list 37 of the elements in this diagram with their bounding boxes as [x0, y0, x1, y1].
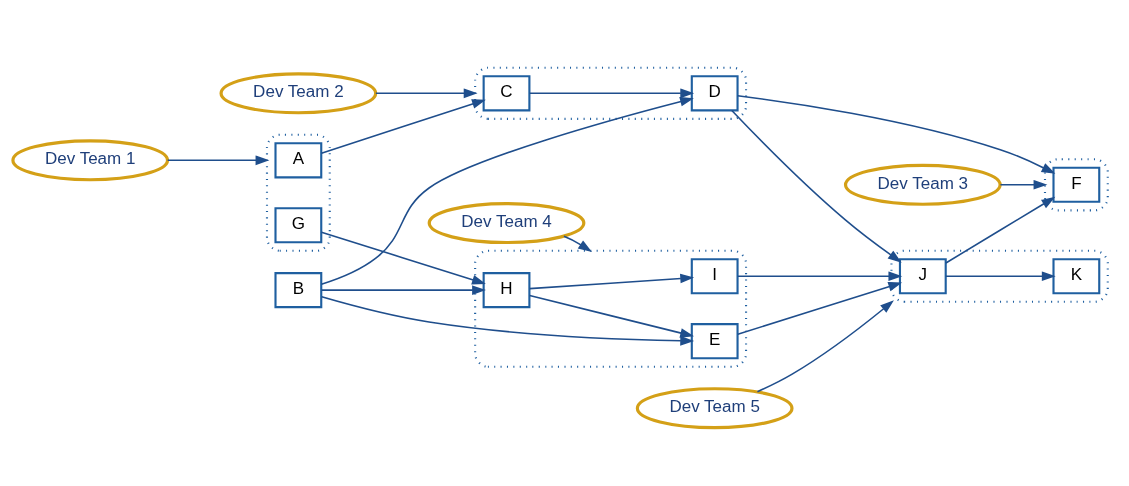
- arrow: [945, 196, 1056, 264]
- node-box: G: [274, 206, 323, 243]
- node-ellipse: Dev Team 3: [843, 163, 1002, 206]
- node-box: A: [274, 141, 323, 178]
- arrow: [166, 154, 270, 165]
- arrow: [320, 96, 694, 285]
- arrow: [945, 270, 1056, 281]
- arrow: [999, 179, 1048, 190]
- arrow: [731, 109, 902, 263]
- node-box: K: [1052, 257, 1101, 294]
- node-ellipse: Dev Team 1: [11, 138, 170, 181]
- node-box: I: [690, 257, 739, 294]
- node-box: E: [690, 322, 739, 359]
- arrow: [756, 299, 894, 392]
- arrow: [737, 281, 903, 335]
- arrow: [320, 230, 486, 284]
- node-box: B: [274, 271, 323, 308]
- node-box: H: [482, 271, 531, 308]
- arrow: [736, 94, 1056, 174]
- arrow: [320, 295, 695, 346]
- arrow: [563, 235, 592, 252]
- node-ellipse: Dev Team 2: [219, 71, 378, 114]
- arrow: [737, 270, 903, 281]
- node-box: J: [898, 257, 947, 294]
- node-box: F: [1052, 166, 1101, 203]
- cluster: [1043, 157, 1109, 211]
- cluster: [474, 66, 748, 120]
- cluster: [265, 133, 331, 252]
- arrow: [375, 87, 478, 98]
- arrow: [528, 87, 695, 98]
- arrow: [528, 273, 695, 289]
- arrow: [320, 284, 486, 295]
- node-box: D: [690, 74, 739, 111]
- arrow: [320, 98, 486, 154]
- node-ellipse: Dev Team 5: [635, 386, 794, 429]
- arrow: [528, 294, 695, 338]
- node-box: C: [482, 74, 531, 111]
